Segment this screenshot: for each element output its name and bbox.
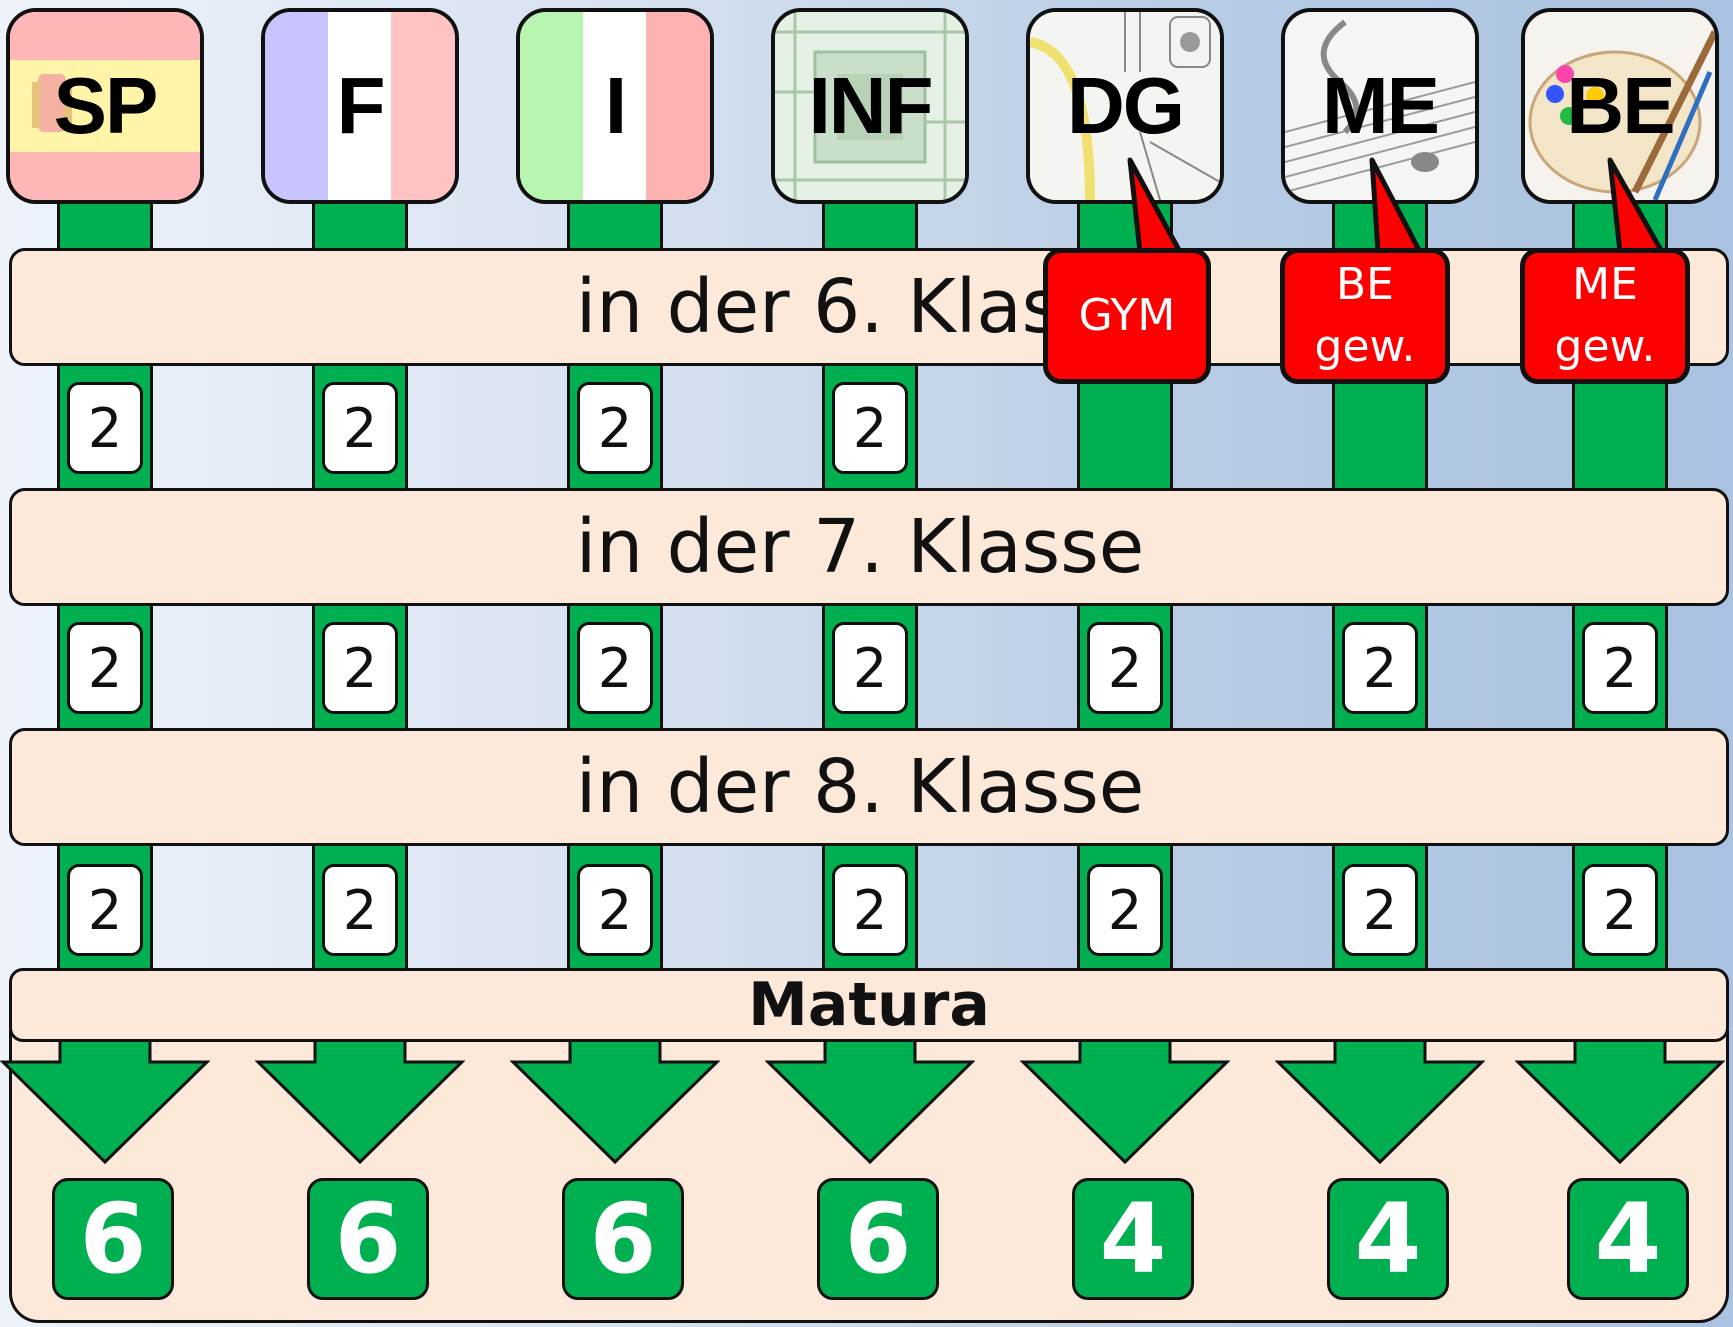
hour-class7-sp: 2: [67, 622, 143, 714]
callout-be-joint: [1620, 253, 1662, 263]
hour-class8-inf: 2: [832, 864, 908, 956]
subject-tile-sp: SP: [6, 8, 204, 204]
callout-be-line1: ME: [1555, 254, 1656, 316]
callout-me-joint: [1378, 253, 1420, 263]
matura-label: Matura: [748, 970, 990, 1040]
hour-class8-dg: 2: [1087, 864, 1163, 956]
hour-class8-be: 2: [1582, 864, 1658, 956]
subject-label-be: BE: [1566, 60, 1673, 152]
band-class8-label: in der 8. Klasse: [576, 744, 1145, 830]
hour-class7-dg: 2: [1087, 622, 1163, 714]
subject-tile-i: I: [516, 8, 714, 204]
hour-class8-f: 2: [322, 864, 398, 956]
total-i: 6: [562, 1178, 684, 1300]
down-arrow-icon: [765, 1040, 975, 1165]
hour-class7-f: 2: [322, 622, 398, 714]
hour-class8-me: 2: [1342, 864, 1418, 956]
down-arrow-icon: [1515, 1040, 1725, 1165]
callout-me-line2: gew.: [1315, 316, 1416, 378]
total-me: 4: [1327, 1178, 1449, 1300]
subject-label-dg: DG: [1067, 60, 1183, 152]
subject-tile-me: ME: [1281, 8, 1479, 204]
callout-me-line1: BE: [1315, 254, 1416, 316]
down-arrow-icon: [510, 1040, 720, 1165]
down-arrow-icon: [1275, 1040, 1485, 1165]
total-inf: 6: [817, 1178, 939, 1300]
down-arrow-icon: [1020, 1040, 1230, 1165]
subject-label-sp: SP: [54, 60, 157, 152]
subject-tile-be: BE: [1521, 8, 1719, 204]
hour-class8-sp: 2: [67, 864, 143, 956]
band-class8: in der 8. Klasse: [9, 728, 1729, 846]
hour-class8-i: 2: [577, 864, 653, 956]
subject-tile-inf: INF: [771, 8, 969, 204]
hour-class6-f: 2: [322, 382, 398, 474]
total-sp: 6: [52, 1178, 174, 1300]
callout-dg-joint: [1140, 253, 1180, 263]
subject-tile-dg: DG: [1026, 8, 1224, 204]
down-arrow-icon: [0, 1040, 210, 1165]
hour-class7-me: 2: [1342, 622, 1418, 714]
callout-be: ME gew.: [1520, 248, 1690, 384]
callout-dg-line1: GYM: [1079, 285, 1176, 347]
hour-class7-inf: 2: [832, 622, 908, 714]
hour-class6-sp: 2: [67, 382, 143, 474]
total-dg: 4: [1072, 1178, 1194, 1300]
subject-tile-f: F: [261, 8, 459, 204]
callout-dg: GYM: [1043, 248, 1211, 384]
callout-me: BE gew.: [1280, 248, 1450, 384]
subject-label-i: I: [605, 60, 625, 152]
hour-class6-i: 2: [577, 382, 653, 474]
subject-label-f: F: [337, 60, 384, 152]
hour-class7-be: 2: [1582, 622, 1658, 714]
matura-band: Matura: [9, 968, 1729, 1042]
total-f: 6: [307, 1178, 429, 1300]
hour-class7-i: 2: [577, 622, 653, 714]
band-class7: in der 7. Klasse: [9, 488, 1729, 606]
band-class6: in der 6. Klasse: [9, 248, 1729, 366]
subject-label-inf: INF: [809, 60, 932, 152]
band-class7-label: in der 7. Klasse: [576, 504, 1145, 590]
hour-class6-inf: 2: [832, 382, 908, 474]
callout-be-line2: gew.: [1555, 316, 1656, 378]
total-be: 4: [1567, 1178, 1689, 1300]
down-arrow-icon: [255, 1040, 465, 1165]
subject-label-me: ME: [1322, 60, 1438, 152]
